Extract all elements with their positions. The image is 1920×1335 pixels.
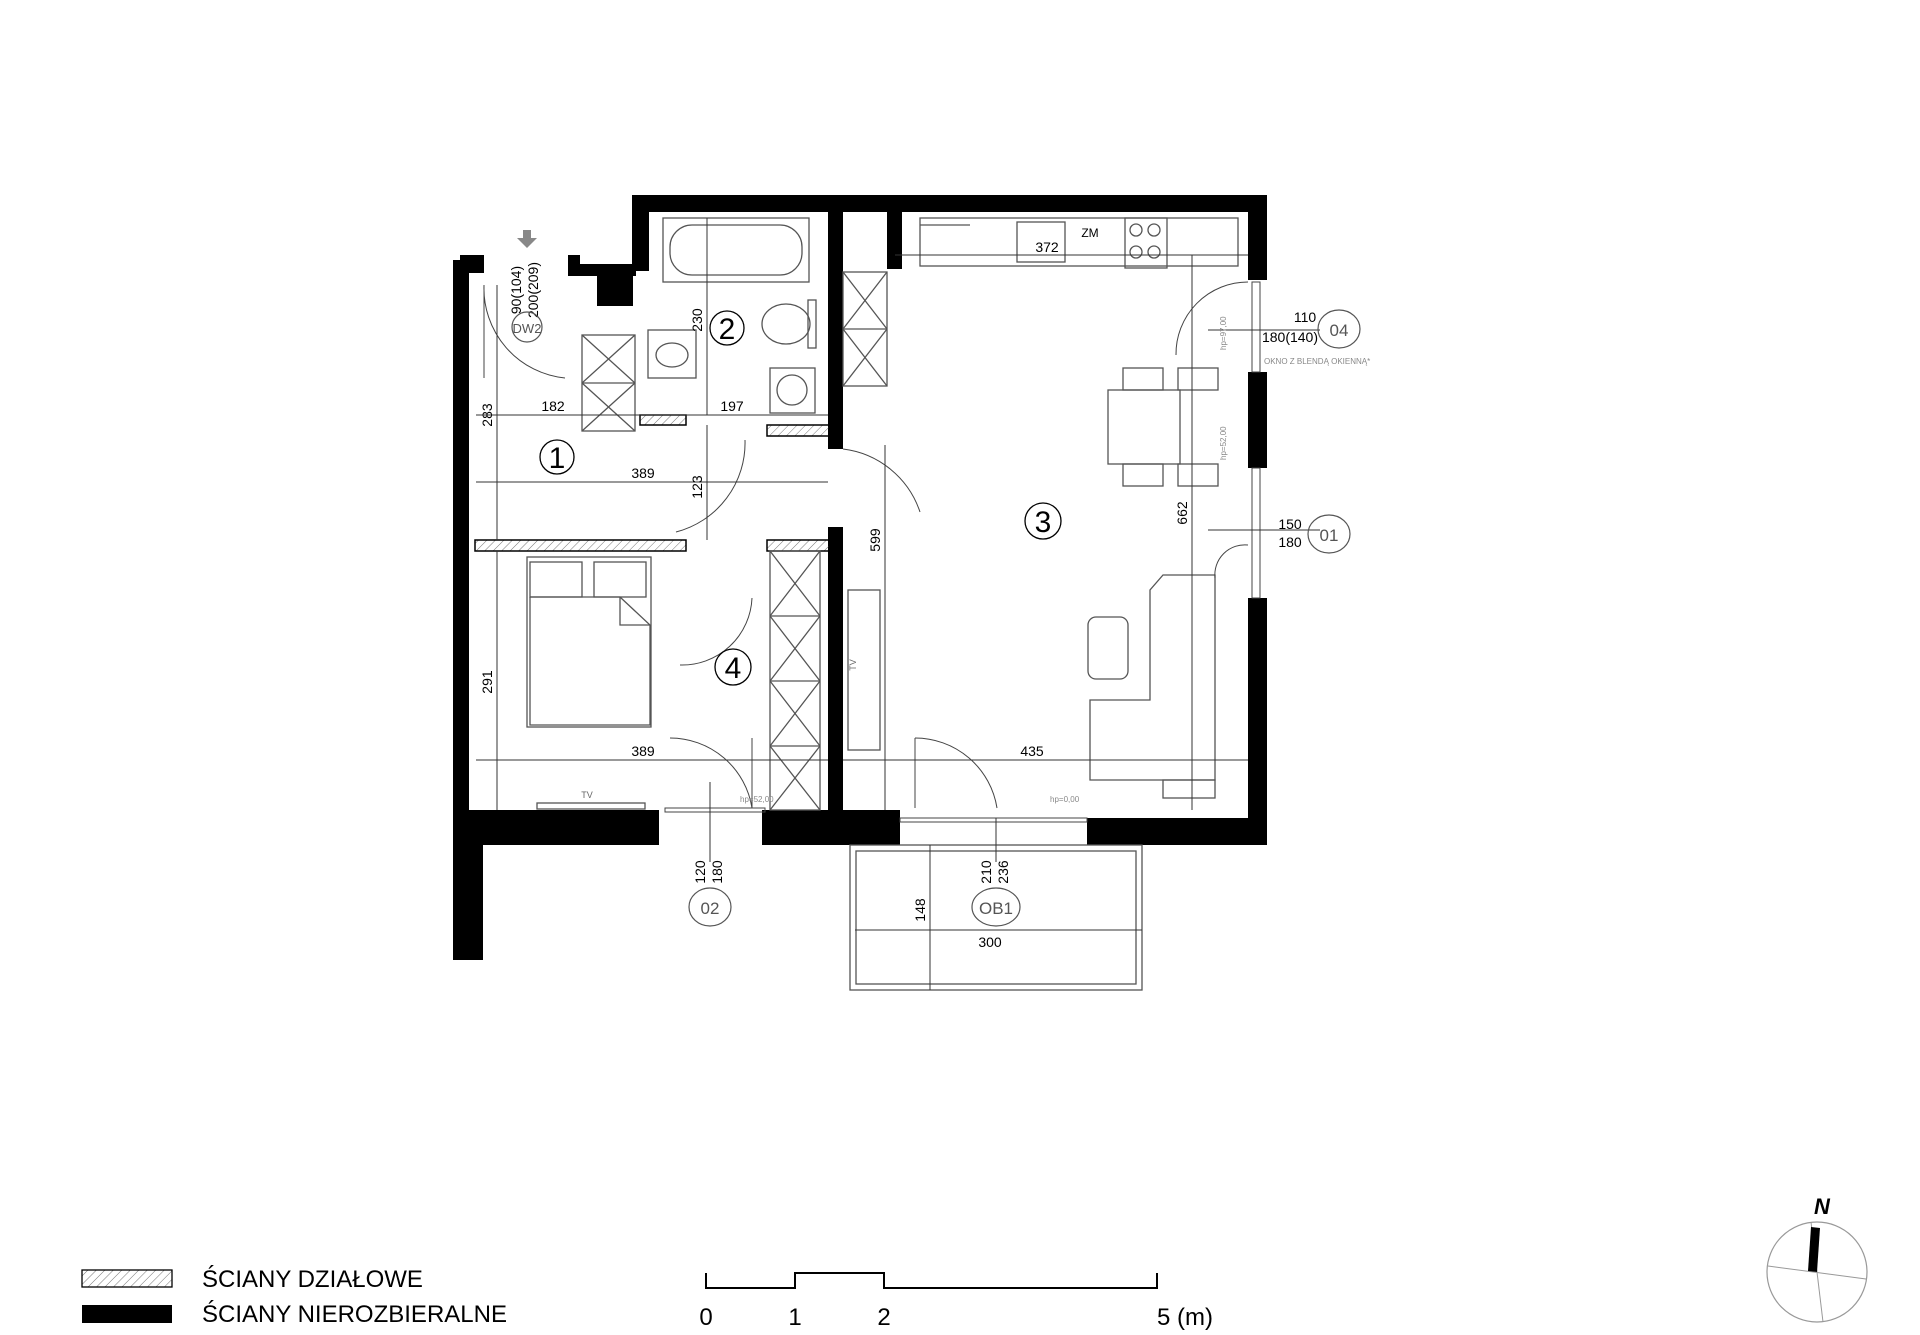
ob1-height: 236 <box>995 860 1011 884</box>
dim-300: 300 <box>978 934 1002 950</box>
compass-icon <box>1766 1221 1868 1323</box>
legend-bearing-label: ŚCIANY NIEROZBIERALNE <box>202 1300 507 1328</box>
dim-197: 197 <box>720 398 744 414</box>
w01-tag: 01 <box>1320 526 1339 545</box>
ob1-tag: OB1 <box>979 899 1013 918</box>
dim-662: 662 <box>1174 501 1190 525</box>
furniture <box>526 217 1239 991</box>
dim-599: 599 <box>867 528 883 552</box>
w04-tag: 04 <box>1330 321 1349 340</box>
tv-label-2: TV <box>848 659 858 671</box>
partition-walls <box>474 414 830 552</box>
dim-435: 435 <box>1020 743 1044 759</box>
scale-bar <box>705 1272 1158 1289</box>
dim-123: 123 <box>689 475 705 499</box>
scale-tick-0: 0 <box>699 1304 712 1331</box>
dim-389-bottom: 389 <box>631 743 655 759</box>
w02-height: 180 <box>709 860 725 884</box>
window-note: OKNO Z BLENDĄ OKIENNĄ* <box>1264 357 1370 366</box>
w04-tag-frame <box>1317 309 1361 349</box>
ob1-tag-frame <box>971 887 1021 927</box>
room-2-label: 2 <box>719 313 736 346</box>
room-4-label: 4 <box>725 652 742 685</box>
bearing-walls <box>453 195 1267 960</box>
tv-label-1: TV <box>581 790 593 800</box>
zm-label: ZM <box>1081 226 1098 240</box>
w02-width: 120 <box>692 860 708 884</box>
legend-partition-label: ŚCIANY DZIAŁOWE <box>202 1265 423 1293</box>
w01-width: 150 <box>1278 516 1302 532</box>
dim-148: 148 <box>912 898 928 922</box>
hp-label-2: hp=52,00 <box>1219 426 1228 460</box>
dw2-tag: DW2 <box>513 321 542 336</box>
scale-tick-5: 5 (m) <box>1157 1304 1213 1331</box>
w04-width: 110 <box>1294 309 1317 325</box>
dim-283: 283 <box>479 403 495 427</box>
w02-tag: 02 <box>701 899 720 918</box>
dimension-lines <box>476 218 1320 990</box>
dw2-tag-frame <box>511 311 543 343</box>
ob1-width: 210 <box>978 860 994 884</box>
legend-bearing-swatch <box>82 1305 172 1323</box>
room-3-label: 3 <box>1035 506 1052 539</box>
room-1-label: 1 <box>549 442 566 475</box>
w01-tag-frame <box>1307 514 1351 554</box>
door-swings <box>483 281 1261 823</box>
scale-tick-2: 2 <box>877 1304 890 1331</box>
dim-389-top: 389 <box>631 465 655 481</box>
dim-372: 372 <box>1035 239 1059 255</box>
hp-label-3: hp=52,00 <box>740 795 774 804</box>
scale-tick-1: 1 <box>788 1304 801 1331</box>
dim-182: 182 <box>541 398 565 414</box>
w01-height: 180 <box>1278 534 1302 550</box>
hp-label-4: hp=0,00 <box>1050 795 1080 804</box>
dim-230: 230 <box>689 308 705 332</box>
hp-label-1: hp=97,00 <box>1219 316 1228 350</box>
dim-291: 291 <box>479 670 495 694</box>
main-door-height: 200(209) <box>525 262 541 318</box>
entrance-arrow-icon <box>517 230 537 248</box>
w04-height: 180(140) <box>1262 329 1318 345</box>
legend-partition-swatch <box>81 1269 173 1288</box>
north-label: N <box>1814 1194 1831 1219</box>
main-door-width: 90(104) <box>508 266 524 314</box>
w02-tag-frame <box>688 887 732 927</box>
room-numbers <box>539 310 1062 686</box>
